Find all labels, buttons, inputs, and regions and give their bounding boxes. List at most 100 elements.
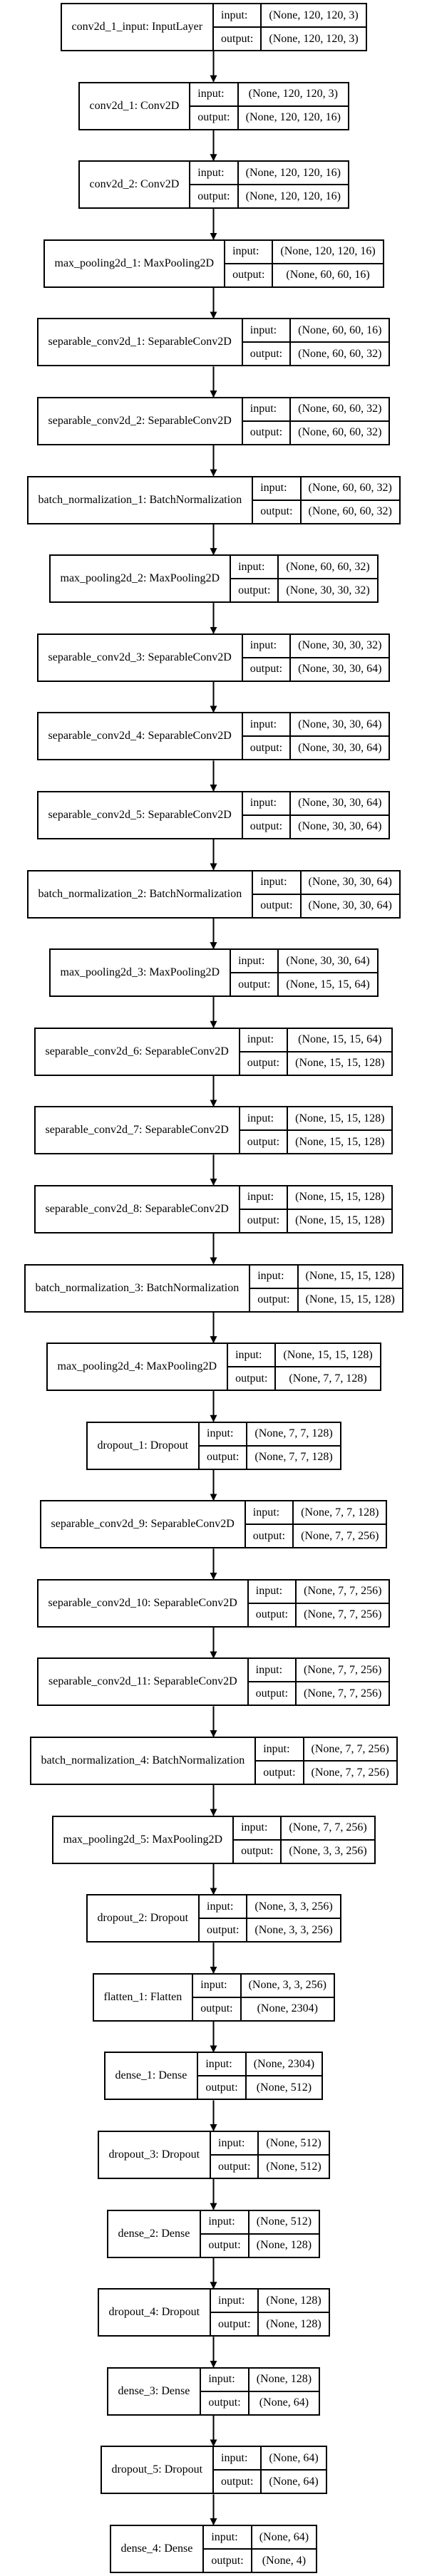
io-labels: input:output: <box>201 2210 249 2257</box>
shape-values: (None, 512)(None, 128) <box>249 2211 319 2257</box>
input-label: input: <box>225 241 272 264</box>
output-label: output: <box>260 505 293 518</box>
layer-name: separable_conv2d_9: SeparableConv2D <box>41 1501 246 1548</box>
output-label: output: <box>207 1451 240 1464</box>
layer-node: batch_normalization_3: BatchNormalizatio… <box>24 1263 403 1313</box>
input-shape: (None, 15, 15, 64) <box>288 1029 392 1052</box>
input-label: input: <box>201 2211 248 2235</box>
input-shape: (None, 7, 7, 256) <box>304 1738 396 1762</box>
output-shape: (None, 120, 120, 16) <box>245 190 341 202</box>
input-label: input: <box>245 1501 293 1526</box>
layer-name: separable_conv2d_10: SeparableConv2D <box>38 1580 249 1626</box>
input-shape: (None, 7, 7, 128) <box>247 1423 340 1447</box>
io-labels: input:output: <box>211 2290 259 2336</box>
layer-name: max_pooling2d_1: MaxPooling2D <box>45 240 226 286</box>
layer-name: max_pooling2d_2: MaxPooling2D <box>51 556 232 602</box>
shape-values: (None, 128)(None, 128) <box>259 2290 329 2335</box>
layer-name: flatten_1: Flatten <box>94 1974 194 2020</box>
output-label: output: <box>247 1214 280 1227</box>
output-label: output: <box>255 1608 289 1621</box>
output-label: output: <box>211 2554 244 2567</box>
input-shape: (None, 60, 60, 16) <box>291 319 389 343</box>
io-labels: input:output: <box>250 1265 299 1311</box>
io-labels: input:output: <box>242 792 292 838</box>
io-labels: input:output: <box>234 1816 282 1863</box>
input-shape: (None, 3, 3, 256) <box>241 1975 334 1998</box>
layer-name: conv2d_2: Conv2D <box>80 162 191 208</box>
input-shape: (None, 15, 15, 128) <box>288 1107 392 1132</box>
input-shape: (None, 30, 30, 64) <box>291 792 389 816</box>
shape-values: (None, 15, 15, 128)(None, 7, 7, 128) <box>276 1344 380 1390</box>
output-shape: (None, 60, 60, 32) <box>298 426 382 439</box>
output-shape: (None, 512) <box>266 2160 321 2173</box>
layer-name: dropout_3: Dropout <box>99 2132 212 2178</box>
io-labels: input:output: <box>190 83 239 129</box>
layer-name: max_pooling2d_5: MaxPooling2D <box>53 1816 235 1863</box>
output-shape: (None, 60, 60, 32) <box>308 505 392 518</box>
output-shape: (None, 7, 7, 256) <box>304 1608 382 1621</box>
output-label: output: <box>249 347 283 360</box>
input-label: input: <box>211 2132 258 2156</box>
output-shape: (None, 2304) <box>257 2002 318 2015</box>
input-shape: (None, 15, 15, 128) <box>276 1344 380 1368</box>
shape-values: (None, 120, 120, 3)(None, 120, 120, 16) <box>238 83 348 129</box>
output-label: output: <box>208 2396 241 2409</box>
output-shape: (None, 30, 30, 64) <box>308 899 392 912</box>
output-shape: (None, 128) <box>256 2239 312 2252</box>
output-label: output: <box>249 741 283 754</box>
input-label: input: <box>200 1423 247 1447</box>
input-label: input: <box>240 1029 287 1052</box>
shape-values: (None, 15, 15, 128)(None, 15, 15, 128) <box>288 1107 392 1153</box>
output-shape: (None, 7, 7, 256) <box>304 1687 382 1700</box>
input-label: input: <box>248 1581 296 1604</box>
output-shape: (None, 60, 60, 16) <box>286 269 370 281</box>
input-shape: (None, 15, 15, 128) <box>298 1266 402 1289</box>
layer-name: dropout_4: Dropout <box>99 2290 212 2336</box>
output-label: output: <box>218 2160 251 2173</box>
layer-name: separable_conv2d_11: SeparableConv2D <box>38 1659 249 1705</box>
io-labels: input:output: <box>190 162 239 208</box>
io-labels: input:output: <box>231 556 279 602</box>
shape-values: (None, 7, 7, 256)(None, 7, 7, 256) <box>304 1738 396 1784</box>
layer-name: separable_conv2d_4: SeparableConv2D <box>38 713 243 760</box>
io-labels: input:output: <box>198 2053 247 2099</box>
output-label: output: <box>260 899 293 912</box>
layer-node: batch_normalization_4: BatchNormalizatio… <box>29 1737 398 1786</box>
input-shape: (None, 60, 60, 32) <box>291 398 389 422</box>
layer-name: dropout_2: Dropout <box>88 1895 200 1942</box>
io-labels: input:output: <box>204 2526 252 2572</box>
input-label: input: <box>198 2053 245 2077</box>
io-labels: input: output: <box>200 1422 248 1469</box>
output-label: output: <box>238 978 271 990</box>
input-label: input: <box>242 792 290 816</box>
input-shape: (None, 60, 60, 32) <box>301 477 399 501</box>
input-label: input: <box>190 162 237 186</box>
io-labels: input:output: <box>253 477 302 523</box>
output-shape: (None, 15, 15, 128) <box>295 1057 385 1070</box>
io-labels: input:output: <box>193 1974 242 2020</box>
io-labels: input:output: <box>242 634 292 681</box>
output-label: output: <box>241 1845 274 1858</box>
output-shape: (None, 30, 30, 64) <box>298 741 382 754</box>
layer-name: dropout_1: Dropout <box>88 1422 200 1469</box>
output-label: output: <box>238 584 271 596</box>
output-shape: (None, 3, 3, 256) <box>254 1923 333 1936</box>
shape-values: (None, 60, 60, 32)(None, 30, 30, 32) <box>279 556 377 601</box>
shape-values: (None, 60, 60, 16)(None, 60, 60, 32) <box>291 319 389 365</box>
input-shape: (None, 64) <box>262 2447 326 2471</box>
io-labels: input:output: <box>200 1895 248 1942</box>
input-label: input: <box>242 713 290 738</box>
layer-node: batch_normalization_1: BatchNormalizatio… <box>26 475 401 524</box>
input-shape: (None, 64) <box>252 2526 317 2550</box>
io-labels: input:output: <box>240 1107 289 1154</box>
output-label: output: <box>249 663 283 676</box>
